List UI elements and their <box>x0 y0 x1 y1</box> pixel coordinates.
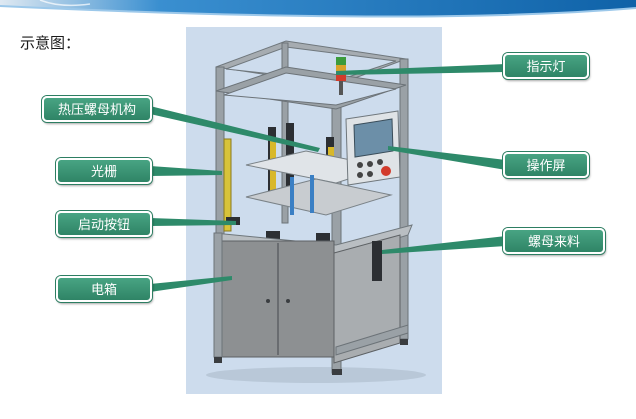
label-electrical-box: 电箱 <box>56 276 152 302</box>
electrical-cabinet <box>219 234 401 364</box>
label-hot-press-mechanism: 热压螺母机构 <box>42 96 152 122</box>
label-light-curtain: 光栅 <box>56 158 152 184</box>
leader-start-button <box>150 218 236 226</box>
label-nut-feeding: 螺母来料 <box>503 228 605 254</box>
frame-lower <box>213 232 409 358</box>
machine-illustration <box>186 27 442 394</box>
frame-crossbars <box>215 66 407 110</box>
leader-electrical-box <box>150 276 232 292</box>
leader-indicator-light <box>336 64 506 75</box>
frame-feet <box>214 339 408 375</box>
leader-operation-screen <box>388 146 506 170</box>
label-indicator-light: 指示灯 <box>503 53 589 79</box>
operation-screen <box>345 110 401 186</box>
page-title: 示意图： <box>20 34 81 52</box>
floor-shadow <box>206 367 426 383</box>
nut-feed-tube <box>372 241 382 281</box>
machine-drawing <box>206 40 426 383</box>
leader-hot-press <box>150 106 320 152</box>
header-band-graphic <box>0 0 636 22</box>
label-start-button: 启动按钮 <box>56 211 152 237</box>
light-curtain <box>223 138 232 232</box>
leader-nut-feeding <box>382 236 506 254</box>
leader-light-curtain <box>150 166 222 176</box>
indicator-light-tower <box>336 57 346 95</box>
header-band <box>0 0 636 22</box>
label-operation-screen: 操作屏 <box>503 152 589 178</box>
